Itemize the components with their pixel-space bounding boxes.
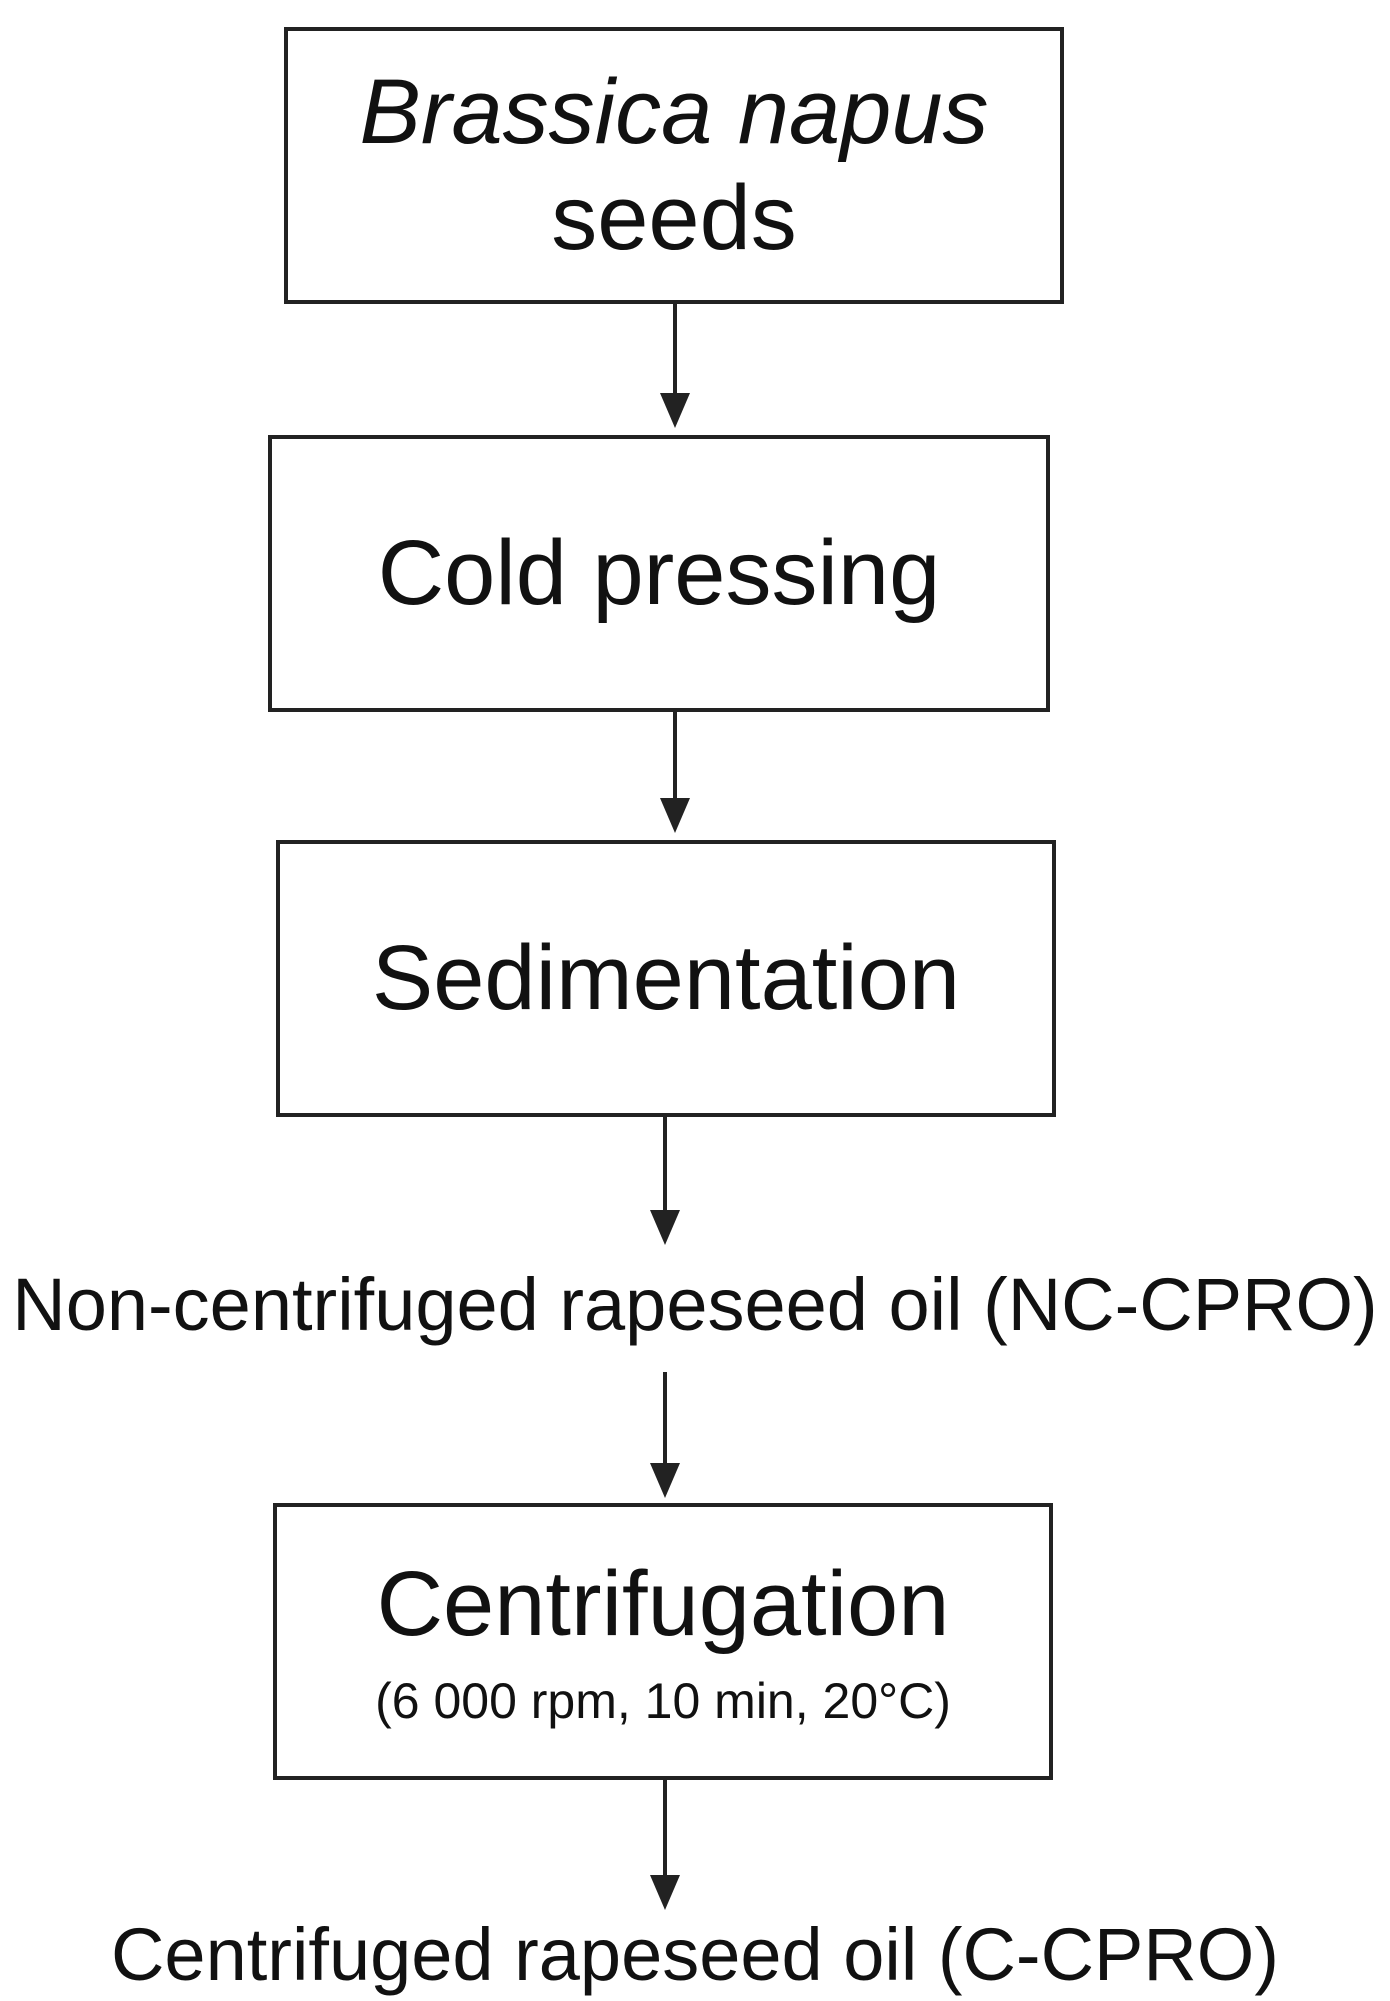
arrow-sedimentation-to-nc-output (650, 1117, 680, 1245)
seeds-species-label: Brassica napus (359, 60, 989, 163)
arrow-cold-pressing-to-sedimentation (660, 712, 690, 833)
sedimentation-label: Sedimentation (371, 926, 961, 1029)
centrifugation-label: Centrifugation (376, 1552, 950, 1655)
arrow-centrifugation-to-c-output (650, 1780, 680, 1910)
arrow-nc-output-to-centrifugation (650, 1372, 680, 1498)
centrifugation-box: Centrifugation (6 000 rpm, 10 min, 20°C) (273, 1503, 1053, 1780)
centrifugation-conditions: (6 000 rpm, 10 min, 20°C) (375, 1673, 951, 1730)
arrow-seeds-to-cold-pressing (660, 304, 690, 428)
seeds-label: seeds (551, 166, 797, 269)
sedimentation-box: Sedimentation (276, 840, 1056, 1117)
seeds-box: Brassica napus seeds (284, 27, 1064, 304)
c-cpro-output-label: Centrifuged rapeseed oil (C-CPRO) (110, 1913, 1280, 1996)
cold-pressing-box: Cold pressing (268, 435, 1050, 712)
nc-cpro-output-label: Non-centrifuged rapeseed oil (NC-CPRO) (12, 1263, 1378, 1346)
cold-pressing-label: Cold pressing (377, 521, 941, 624)
